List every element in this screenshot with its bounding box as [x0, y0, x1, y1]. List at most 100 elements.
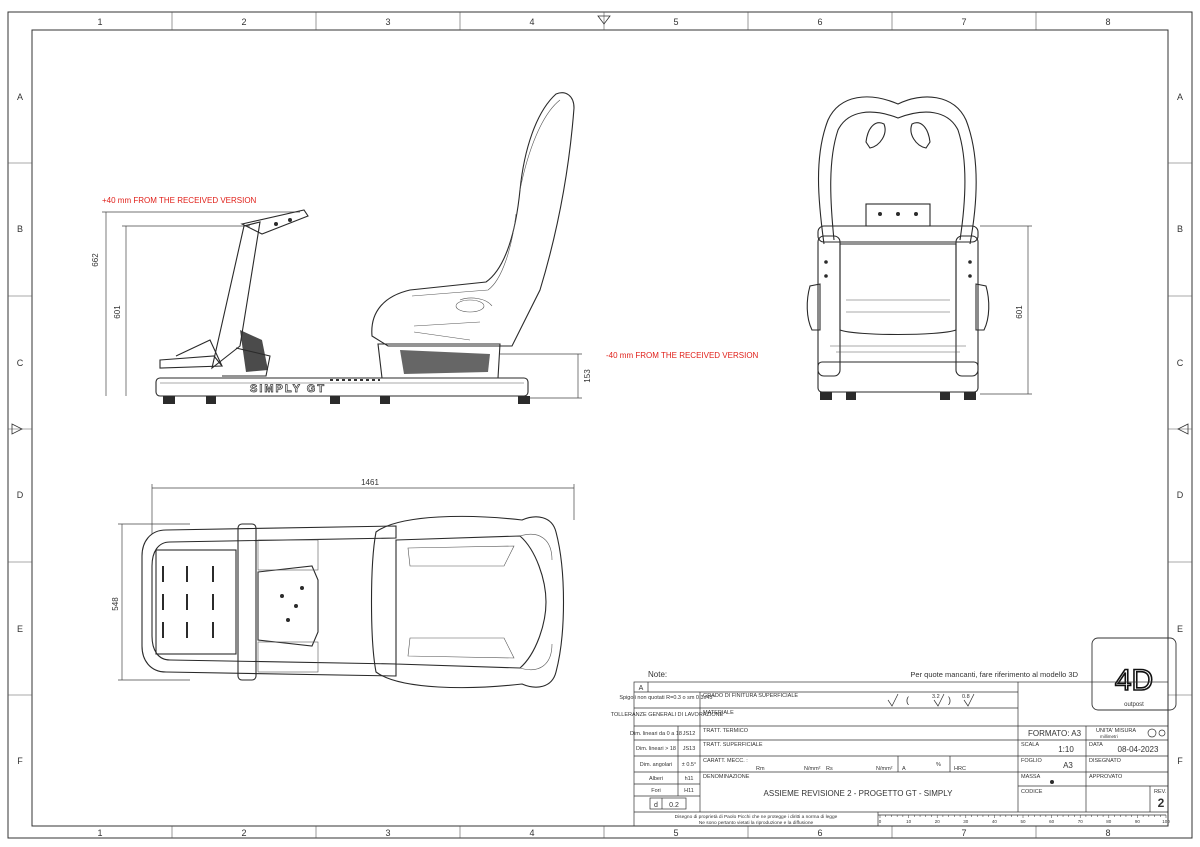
- fori-value: H11: [684, 788, 694, 794]
- center-mark-right: [1177, 423, 1189, 435]
- grado-label: GRADO DI FINITURA SUPERFICIALE: [703, 693, 798, 699]
- alberi-value: h11: [685, 776, 694, 782]
- tolleranze-text: TOLLERANZE GENERALI DI LAVORAZIONE: [611, 712, 724, 718]
- base-feet: [163, 396, 530, 404]
- flatness-value: 0.2: [669, 802, 679, 809]
- row-label-B: B: [17, 224, 23, 234]
- scala-label: SCALA: [1021, 742, 1039, 748]
- flatness-symbol: d: [654, 802, 658, 809]
- annotation-minus-40: -40 mm FROM THE RECEIVED VERSION: [606, 351, 759, 360]
- col-label-bottom-2: 2: [241, 828, 246, 838]
- scala-value: 1:10: [1058, 745, 1074, 754]
- dim-lin-2-label: Dim. lineari > 18: [636, 746, 676, 752]
- grid-ticks: [8, 12, 1192, 838]
- center-mark-left: [11, 423, 23, 435]
- fori-label: Fori: [651, 788, 660, 794]
- footer-line-1: Disegno di proprietà di Paolo Picchi che…: [675, 814, 838, 820]
- row-label-E: E: [17, 624, 23, 634]
- approvato-label: APPROVATO: [1089, 774, 1123, 780]
- dim-ang-value: ± 0.5°: [682, 762, 696, 768]
- note-label: Note:: [648, 670, 667, 679]
- dim-lin-2-value: JS13: [683, 746, 696, 752]
- logo-box: 4D outpost: [1091, 637, 1177, 711]
- row-label-right-A: A: [1177, 92, 1183, 102]
- spigoli-text: Spigoli non quotati R=0.3 o sm 0.3x45°: [619, 695, 714, 701]
- scale-tick-label: 60: [1049, 819, 1055, 824]
- row-label-right-E: E: [1177, 624, 1183, 634]
- rs-unit: N/mm²: [876, 766, 893, 772]
- col-label-bottom-6: 6: [817, 828, 822, 838]
- data-label: DATA: [1089, 742, 1103, 748]
- roughness-paren-close: ): [948, 695, 951, 705]
- center-mark-top: [597, 15, 611, 25]
- denominazione-label: DENOMINAZIONE: [703, 774, 750, 780]
- row-label-right-D: D: [1177, 490, 1184, 500]
- rs-label: Rs: [826, 766, 833, 772]
- formato-value: FORMATO: A3: [1028, 729, 1082, 738]
- scale-tick-label: 50: [1020, 819, 1026, 824]
- dimension-153: 153: [583, 369, 592, 383]
- codice-label: CODICE: [1021, 789, 1043, 795]
- dimension-548: 548: [111, 597, 120, 611]
- top-view: 1461 548: [111, 478, 575, 689]
- rm-label: Rm: [756, 766, 765, 772]
- col-label-3: 3: [385, 17, 390, 27]
- alberi-label: Alberi: [649, 776, 663, 782]
- row-label-D: D: [17, 490, 24, 500]
- col-label-bottom-1: 1: [97, 828, 102, 838]
- foglio-label: FOGLIO: [1021, 758, 1043, 764]
- roughness-value-1: 3.2: [932, 694, 940, 700]
- dimension-601-side: 601: [113, 305, 122, 319]
- rev-label: REV.: [1154, 789, 1167, 795]
- dim-lin-1-label: Dim. lineari da 0 a 18: [630, 731, 682, 737]
- dimension-1461: 1461: [361, 478, 379, 487]
- caratt-mecc-label: CARATT. MECC. :: [703, 758, 748, 764]
- foglio-value: A3: [1063, 761, 1073, 770]
- title-block: Note: Per quote mancanti, fare riferimen…: [611, 670, 1170, 827]
- drawing-title: ASSIEME REVISIONE 2 - PROGETTO GT - SIMP…: [764, 789, 954, 798]
- hrc-label: HRC: [954, 766, 966, 772]
- col-label-7: 7: [961, 17, 966, 27]
- a-label: A: [902, 766, 906, 772]
- tratt-superf-label: TRATT. SUPERFICIALE: [703, 742, 763, 748]
- dimension-601-front: 601: [1015, 305, 1024, 319]
- disegnato-label: DISEGNATO: [1089, 758, 1122, 764]
- col-label-5: 5: [673, 17, 678, 27]
- outer-frame: [7, 11, 1193, 839]
- side-view: +40 mm FROM THE RECEIVED VERSION -40 mm …: [91, 92, 759, 404]
- roughness-value-2: 0.8: [962, 694, 970, 700]
- scale-tick-label: 100: [1162, 819, 1170, 824]
- col-label-bottom-3: 3: [385, 828, 390, 838]
- col-label-bottom-5: 5: [673, 828, 678, 838]
- scale-tick-label: 0: [879, 819, 882, 824]
- row-label-C: C: [17, 358, 24, 368]
- tratt-termico-label: TRATT. TERMICO: [703, 728, 749, 734]
- footer-line-2: Ne sono pertanto vietati la riproduzione…: [699, 820, 814, 826]
- massa-marker: [1050, 780, 1054, 784]
- col-label-1: 1: [97, 17, 102, 27]
- col-label-8: 8: [1105, 17, 1110, 27]
- dim-ang-label: Dim. angolari: [640, 762, 672, 768]
- col-label-bottom-8: 8: [1105, 828, 1110, 838]
- unita-value: millimetri: [1100, 734, 1118, 739]
- data-value: 08-04-2023: [1118, 745, 1159, 754]
- note-text: Per quote mancanti, fare riferimento al …: [910, 670, 1078, 679]
- col-label-bottom-7: 7: [961, 828, 966, 838]
- scale-tick-label: 30: [963, 819, 969, 824]
- row-label-right-C: C: [1177, 358, 1184, 368]
- section-letter: A: [639, 685, 644, 692]
- scale-tick-label: 90: [1135, 819, 1141, 824]
- massa-label: MASSA: [1021, 774, 1041, 780]
- rev-value: 2: [1158, 796, 1165, 810]
- scale-tick-label: 70: [1078, 819, 1084, 824]
- col-label-2: 2: [241, 17, 246, 27]
- annotation-plus-40: +40 mm FROM THE RECEIVED VERSION: [102, 196, 257, 205]
- inner-frame: [31, 29, 1169, 827]
- scale-tick-label: 80: [1106, 819, 1112, 824]
- logo-mark-4d: 4D: [1115, 664, 1153, 697]
- col-label-4: 4: [529, 17, 534, 27]
- dim-lin-1-value: JS12: [683, 731, 696, 737]
- row-label-right-B: B: [1177, 224, 1183, 234]
